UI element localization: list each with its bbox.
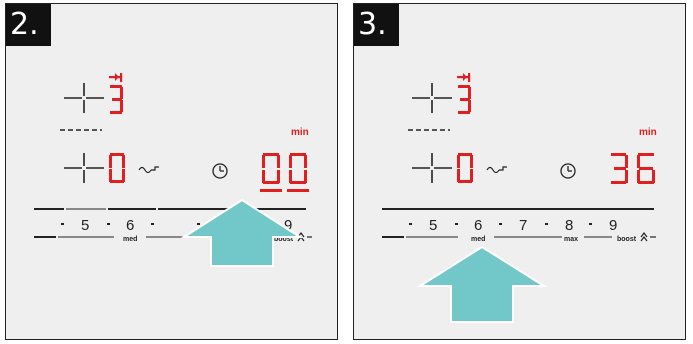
hob-display: min xyxy=(34,73,312,267)
power-level-display xyxy=(457,153,473,183)
med-label: med xyxy=(123,236,137,243)
cross-icon xyxy=(412,153,452,183)
step-number: 2. xyxy=(6,4,51,46)
med-label: med xyxy=(471,236,485,243)
minutes-label: min xyxy=(639,127,657,138)
minutes-label: min xyxy=(291,127,309,138)
slider-number-9[interactable]: 9 xyxy=(284,217,292,234)
slider-number-5[interactable]: 5 xyxy=(429,217,437,234)
boost-label: boost xyxy=(617,236,637,243)
slider-number-8[interactable]: 8 xyxy=(565,217,573,234)
timer-display xyxy=(260,153,309,192)
cross-icon xyxy=(64,153,104,183)
slider-number-6[interactable]: 6 xyxy=(126,217,134,234)
zone-selected-icon xyxy=(109,73,123,82)
slider-number-6[interactable]: 6 xyxy=(474,217,482,234)
max-label: max xyxy=(564,236,578,243)
step-number: 3. xyxy=(354,4,399,46)
clock-icon xyxy=(560,163,576,179)
cross-icon xyxy=(64,83,104,113)
boost-icon xyxy=(640,232,648,242)
arrow-up-indicator xyxy=(180,198,304,267)
slider-dots xyxy=(409,223,592,225)
timer-display xyxy=(611,153,655,184)
keep-warm-icon xyxy=(486,166,507,174)
slider-number-7[interactable]: 7 xyxy=(519,217,527,234)
clock-icon xyxy=(212,163,228,179)
instruction-panel-step-2: 2. xyxy=(5,3,338,340)
upper-seven-seg-display xyxy=(110,85,123,114)
instruction-panel-step-3: 3. xyxy=(353,3,686,340)
hob-display: min xyxy=(382,73,657,323)
boost-label: boost xyxy=(274,236,294,243)
cross-icon xyxy=(412,83,452,113)
power-level-display xyxy=(109,153,125,183)
slider-number-5[interactable]: 5 xyxy=(81,217,89,234)
upper-seven-seg-display xyxy=(458,85,471,114)
zone-selected-icon xyxy=(457,73,471,82)
slider-number-9[interactable]: 9 xyxy=(609,217,617,234)
keep-warm-icon xyxy=(138,166,159,174)
arrow-up-indicator xyxy=(416,245,548,323)
